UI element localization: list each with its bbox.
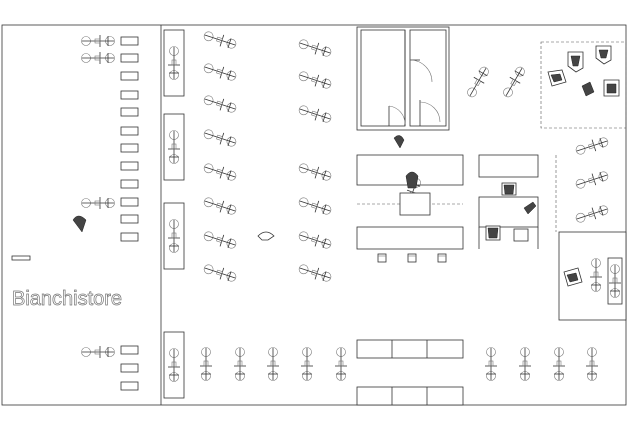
outer-wall [1, 24, 627, 406]
vertical-bike-stands [163, 29, 185, 399]
workshop-area [540, 41, 627, 129]
display-stand-center [257, 231, 275, 241]
store-name-label: Bianchistore [12, 288, 122, 310]
sales-counter [356, 154, 464, 263]
fitting-area [558, 231, 627, 321]
entrance-marker [11, 255, 31, 261]
bottom-counters [356, 339, 464, 406]
diagonal-bike-rows [202, 28, 333, 285]
cashier-desk [478, 154, 539, 249]
display-stand-right [393, 135, 405, 149]
service-rooms [356, 26, 450, 131]
display-stand [72, 215, 87, 233]
wall-shelves [120, 36, 139, 391]
